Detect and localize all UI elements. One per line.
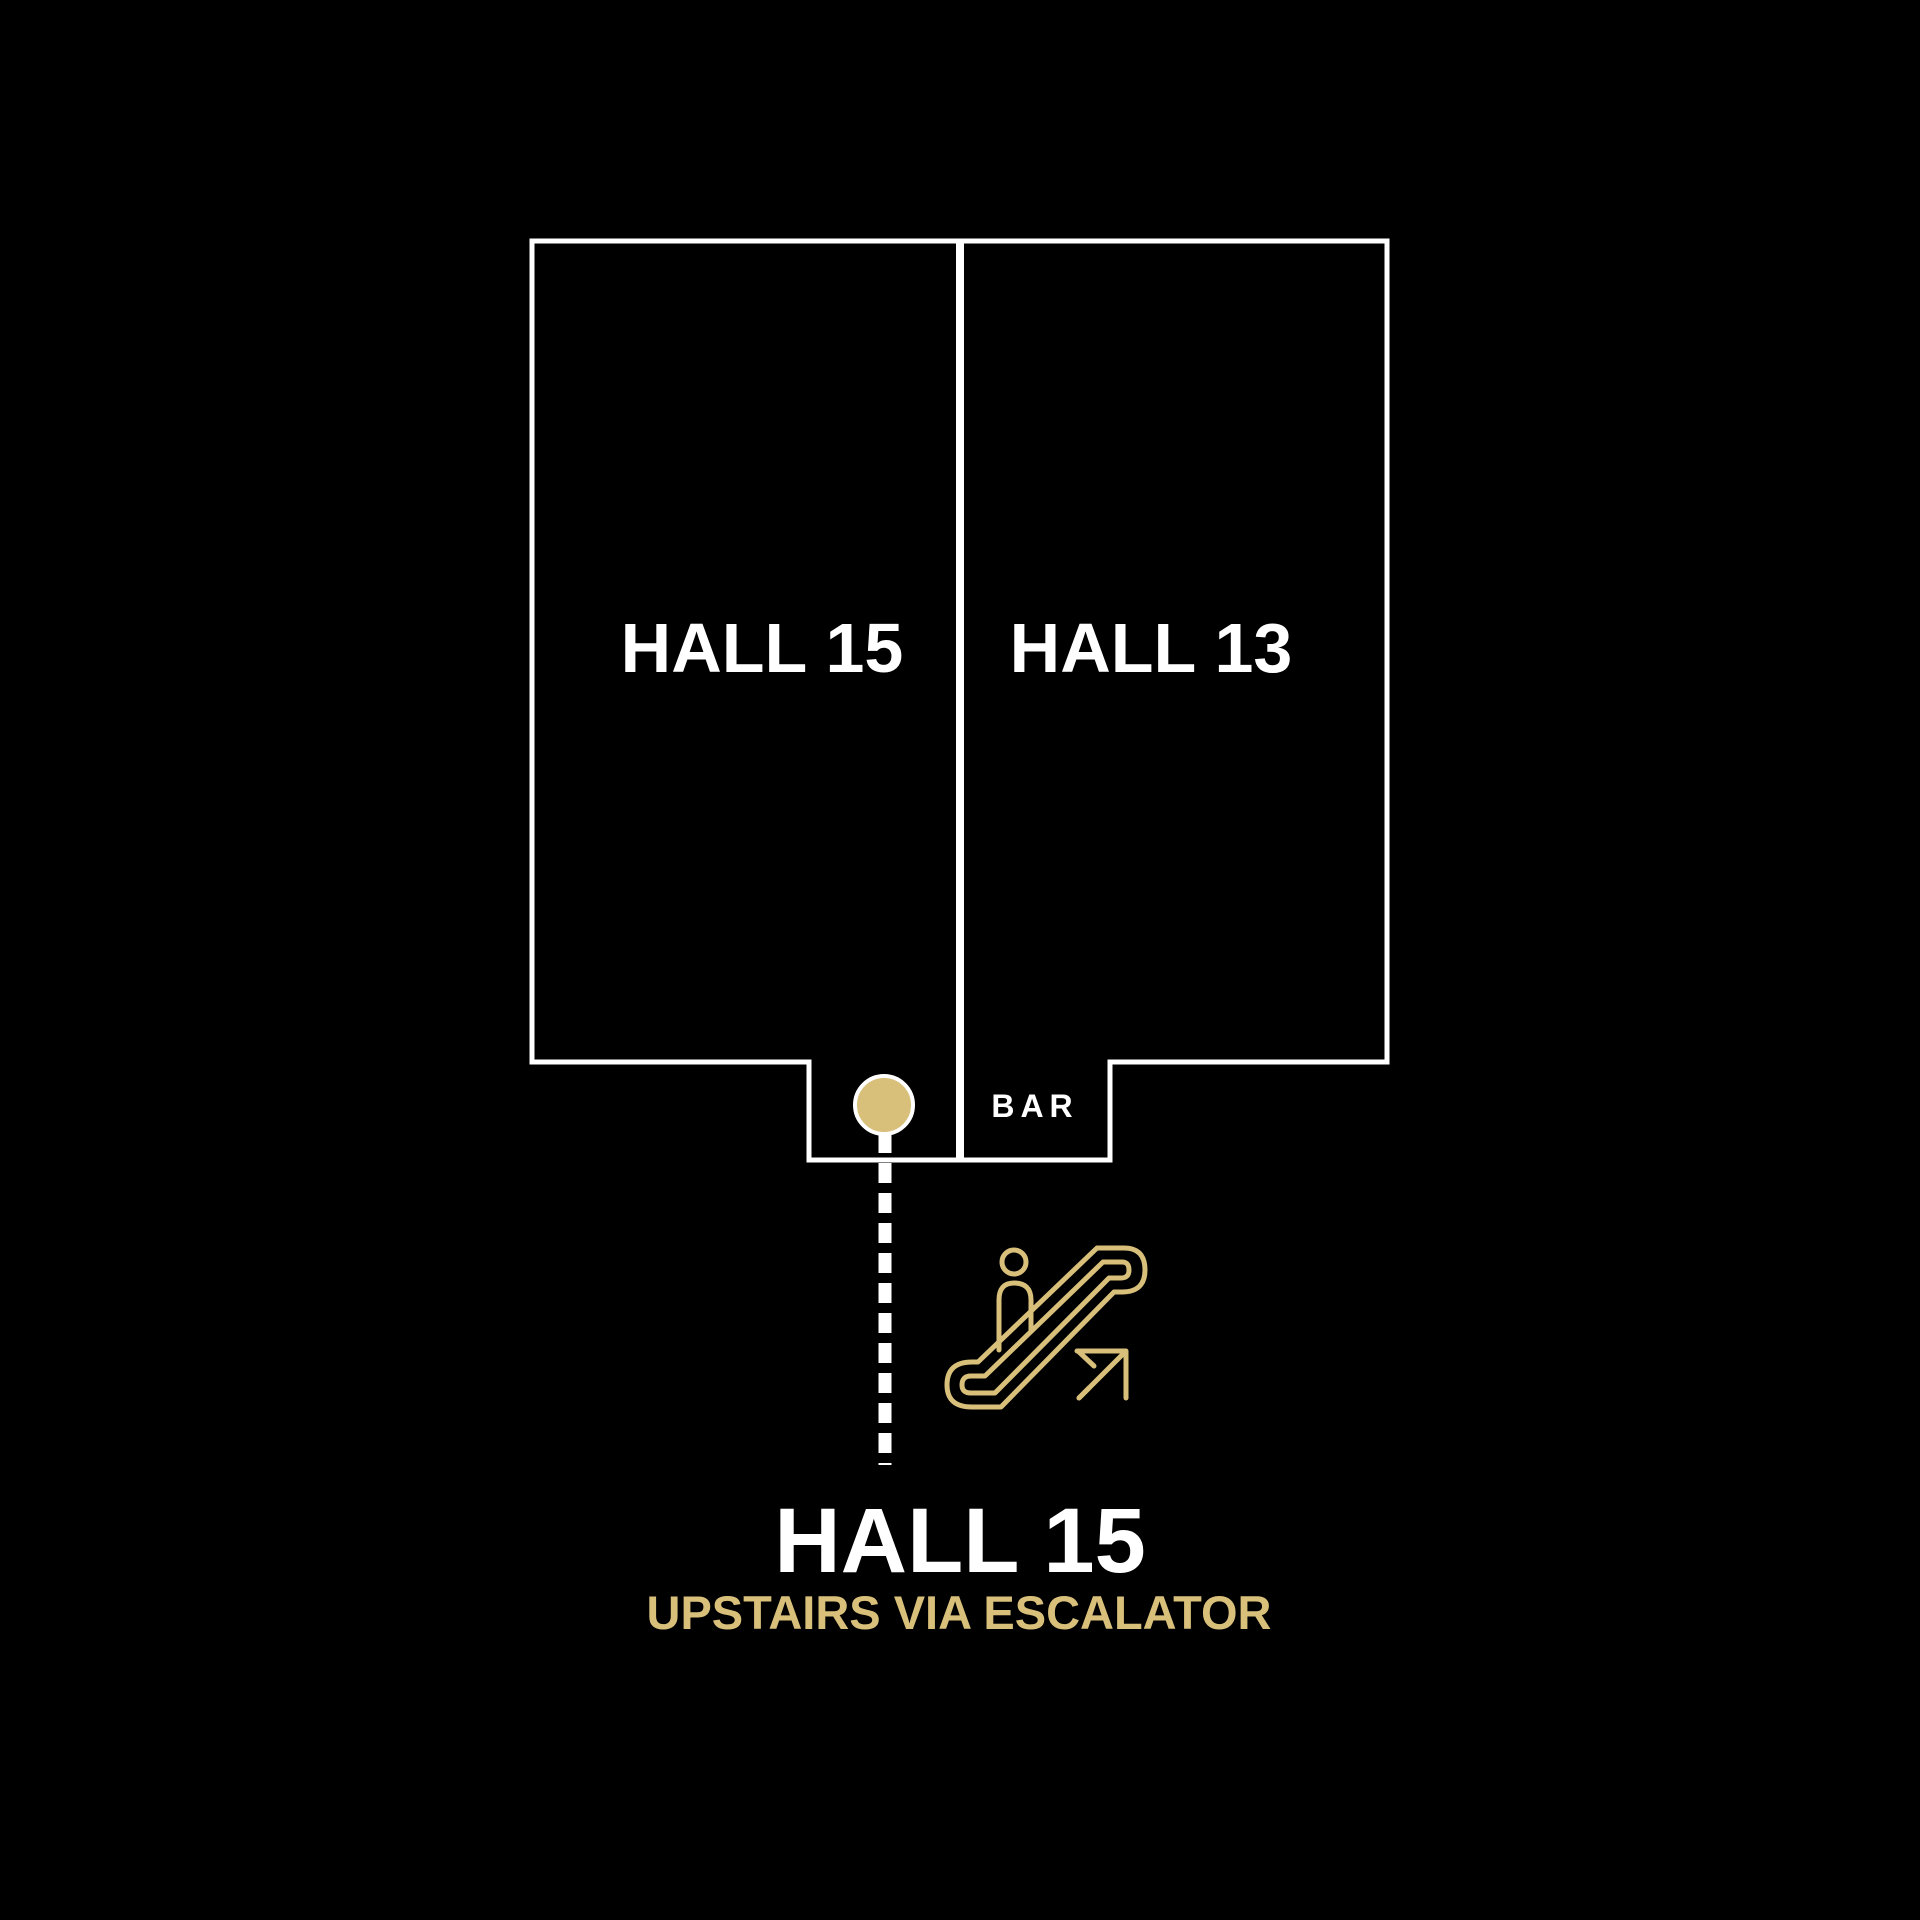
bar-label[interactable]: BAR (991, 1088, 1078, 1124)
destination-title: HALL 15 (774, 1490, 1146, 1592)
hall-13-label[interactable]: HALL 13 (1010, 609, 1293, 687)
building-outline (529, 238, 1390, 1163)
destination-subtitle: UPSTAIRS VIA ESCALATOR (647, 1586, 1272, 1639)
you-are-here-marker (853, 1074, 915, 1136)
hall-15-label[interactable]: HALL 15 (621, 609, 904, 687)
escalator-up-icon (944, 1245, 1148, 1410)
